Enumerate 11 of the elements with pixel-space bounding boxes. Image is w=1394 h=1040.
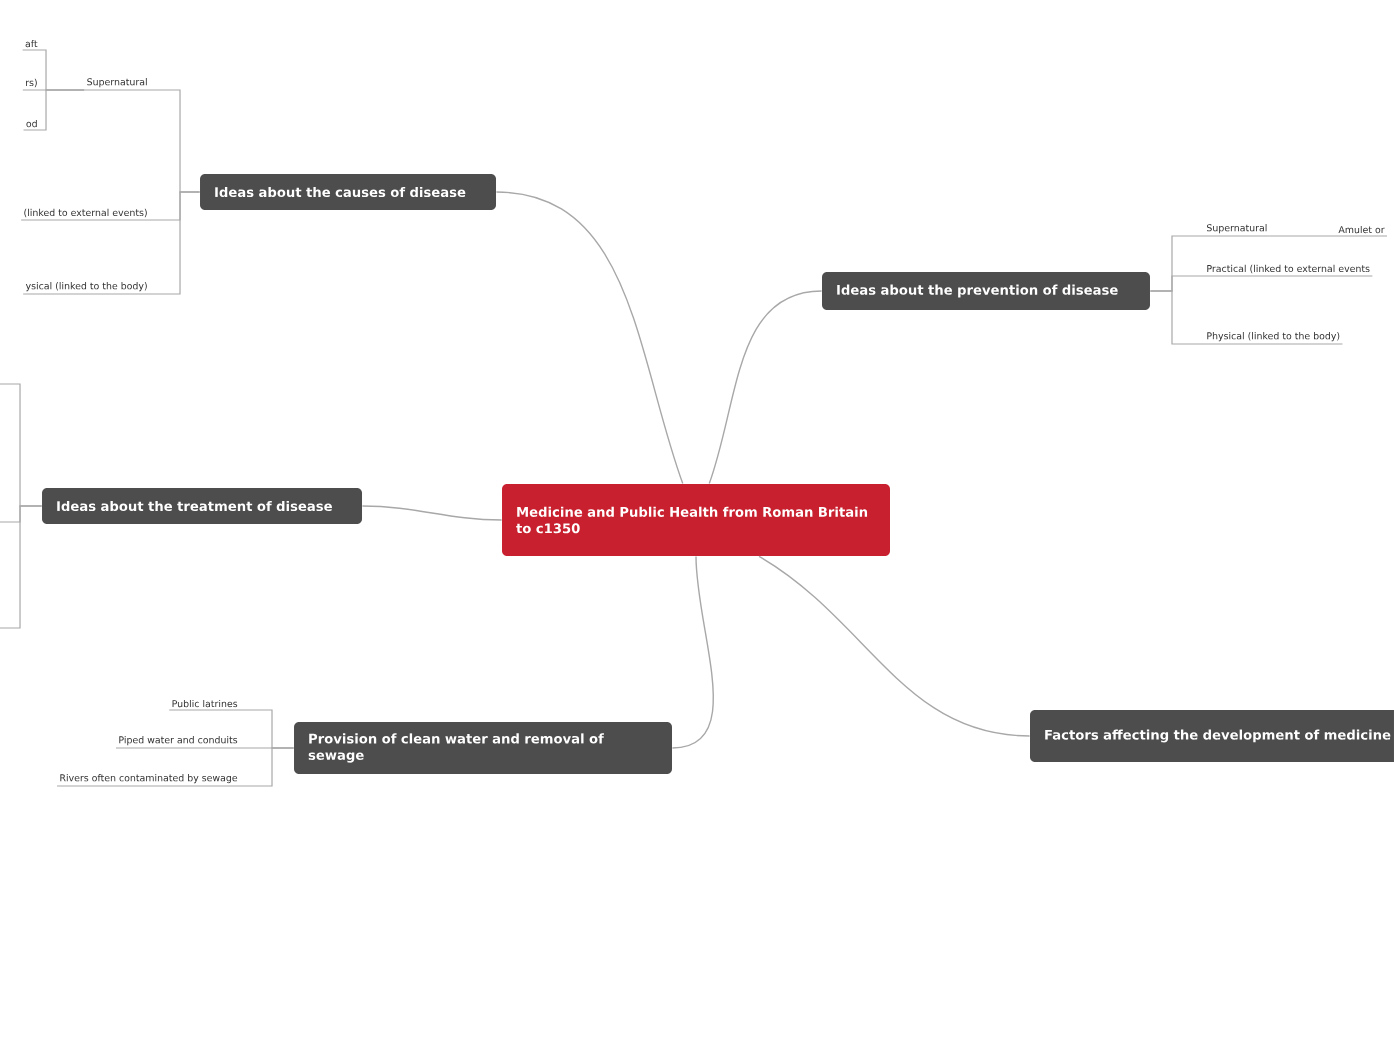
branch-line bbox=[1149, 290, 1344, 345]
branch-line bbox=[1269, 235, 1388, 237]
branch-line bbox=[0, 505, 43, 629]
connector-curve bbox=[708, 290, 823, 485]
connector-curve bbox=[495, 191, 684, 485]
branch-line bbox=[56, 747, 295, 787]
branch-line bbox=[22, 191, 201, 295]
branch-line bbox=[22, 89, 85, 131]
connector-curve bbox=[671, 555, 714, 749]
connector-curve bbox=[758, 555, 1031, 737]
connector-curve bbox=[361, 505, 503, 521]
